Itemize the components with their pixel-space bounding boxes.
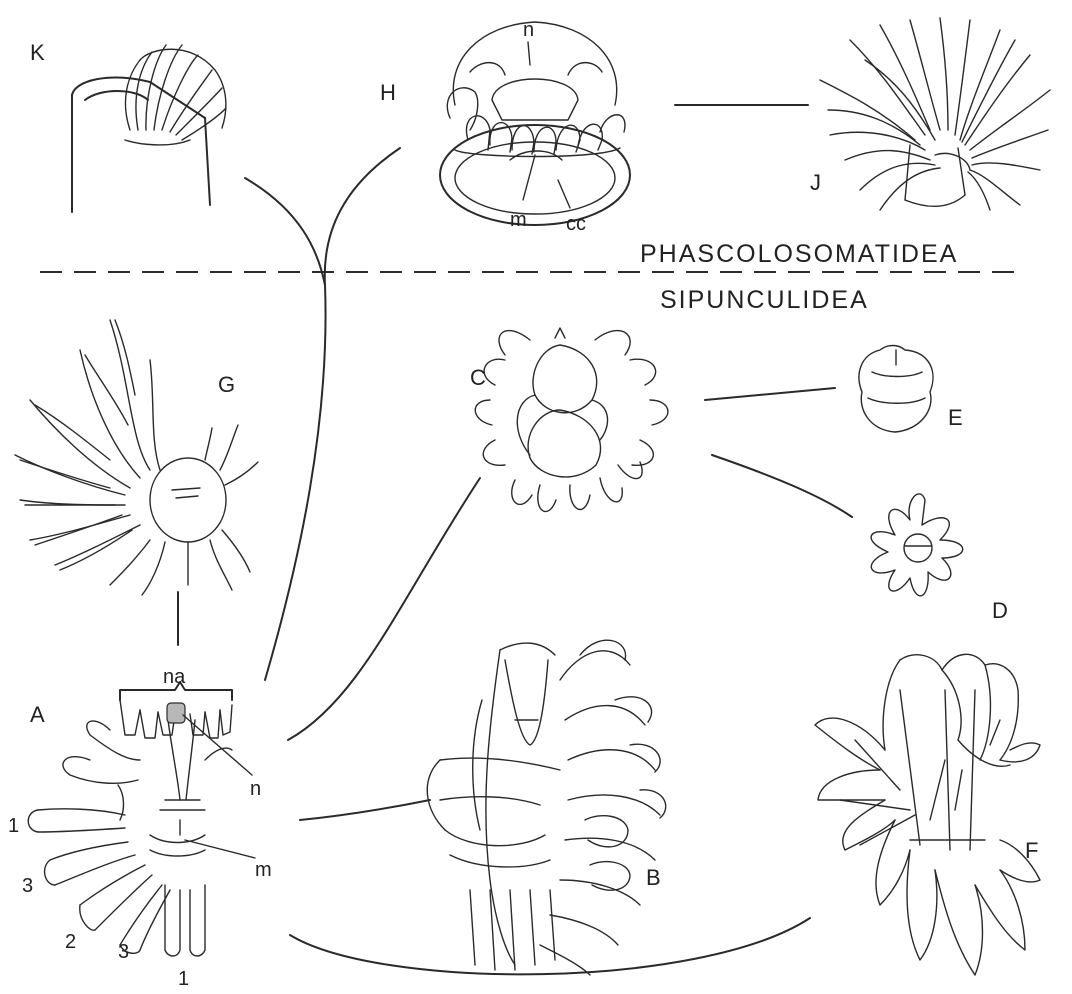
crown-a — [28, 682, 232, 956]
annotation-m-a: m — [255, 859, 272, 881]
annotation-n-a: n — [250, 778, 261, 800]
crown-e — [859, 346, 933, 433]
annotation-n-h: n — [523, 19, 534, 41]
connector-lines — [178, 105, 852, 974]
crown-g — [15, 320, 258, 595]
panel-label-g: G — [218, 372, 235, 397]
panel-label-k: K — [30, 40, 45, 65]
phascolosomatidea-label: PHASCOLOSOMATIDEA — [640, 240, 958, 268]
crown-c — [475, 328, 668, 512]
panel-label-e: E — [948, 405, 963, 430]
tentacle-number: 3 — [22, 875, 33, 897]
panel-label-j: J — [810, 170, 821, 195]
crown-k — [72, 45, 226, 212]
annotation-m-h: m — [510, 209, 527, 231]
panel-label-d: D — [992, 598, 1008, 623]
crown-j — [820, 18, 1050, 210]
panel-label-f: F — [1025, 838, 1038, 863]
annotation-na: na — [163, 666, 186, 688]
panel-label-h: H — [380, 80, 396, 105]
crown-b — [427, 640, 665, 975]
tentacle-number: 1 — [178, 968, 189, 990]
tentacle-number: 3 — [118, 941, 129, 963]
panel-label-a: A — [30, 702, 45, 727]
panel-label-b: B — [646, 865, 661, 890]
annotation-cc: cc — [566, 213, 586, 235]
sipunculidea-label: SIPUNCULIDEA — [660, 286, 869, 314]
oral-disc-h — [440, 22, 630, 225]
crown-d — [871, 494, 963, 596]
panel-label-c: C — [470, 365, 486, 390]
tentacle-number: 1 — [8, 815, 19, 837]
tentacle-number: 2 — [65, 931, 76, 953]
nuchal-organ — [167, 703, 185, 723]
crown-f — [815, 654, 1040, 975]
